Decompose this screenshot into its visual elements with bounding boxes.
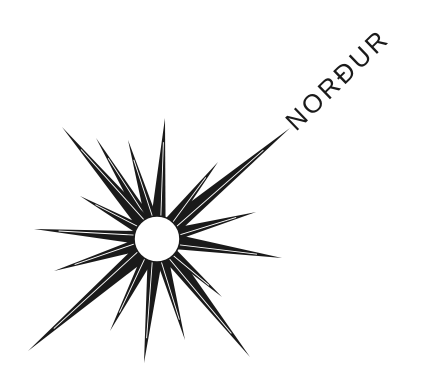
north-label: NORÐUR: [279, 23, 395, 136]
compass-center-circle: [134, 216, 180, 262]
